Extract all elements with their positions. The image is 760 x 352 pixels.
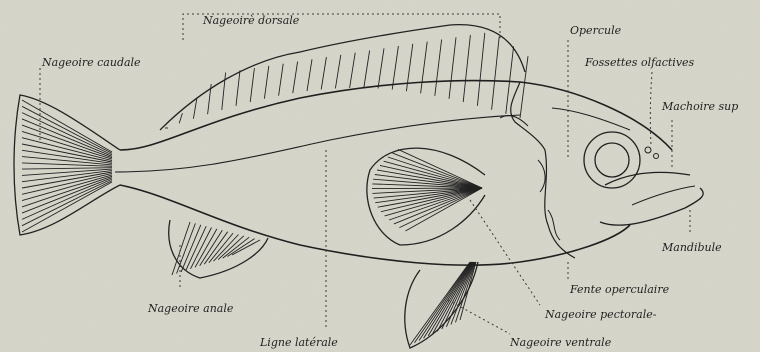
label-fossettes-olfactives: Fossettes olfactives [584,56,695,69]
label-ligne-laterale: Ligne latérale [259,336,338,349]
label-nageoire-caudale: Nageoire caudale [41,56,141,69]
label-nageoire-ventrale: Nageoire ventrale [509,336,612,349]
label-nageoire-pectorale: Nageoire pectorale- [544,308,657,321]
label-opercule: Opercule [570,24,622,37]
label-machoire-sup: Machoire sup [661,100,738,113]
label-mandibule: Mandibule [661,241,722,254]
label-nageoire-anale: Nageoire anale [147,302,234,315]
label-nageoire-dorsale: Nageoirè dorsale [202,14,300,27]
label-fente-operculaire: Fente operculaire [569,283,670,296]
